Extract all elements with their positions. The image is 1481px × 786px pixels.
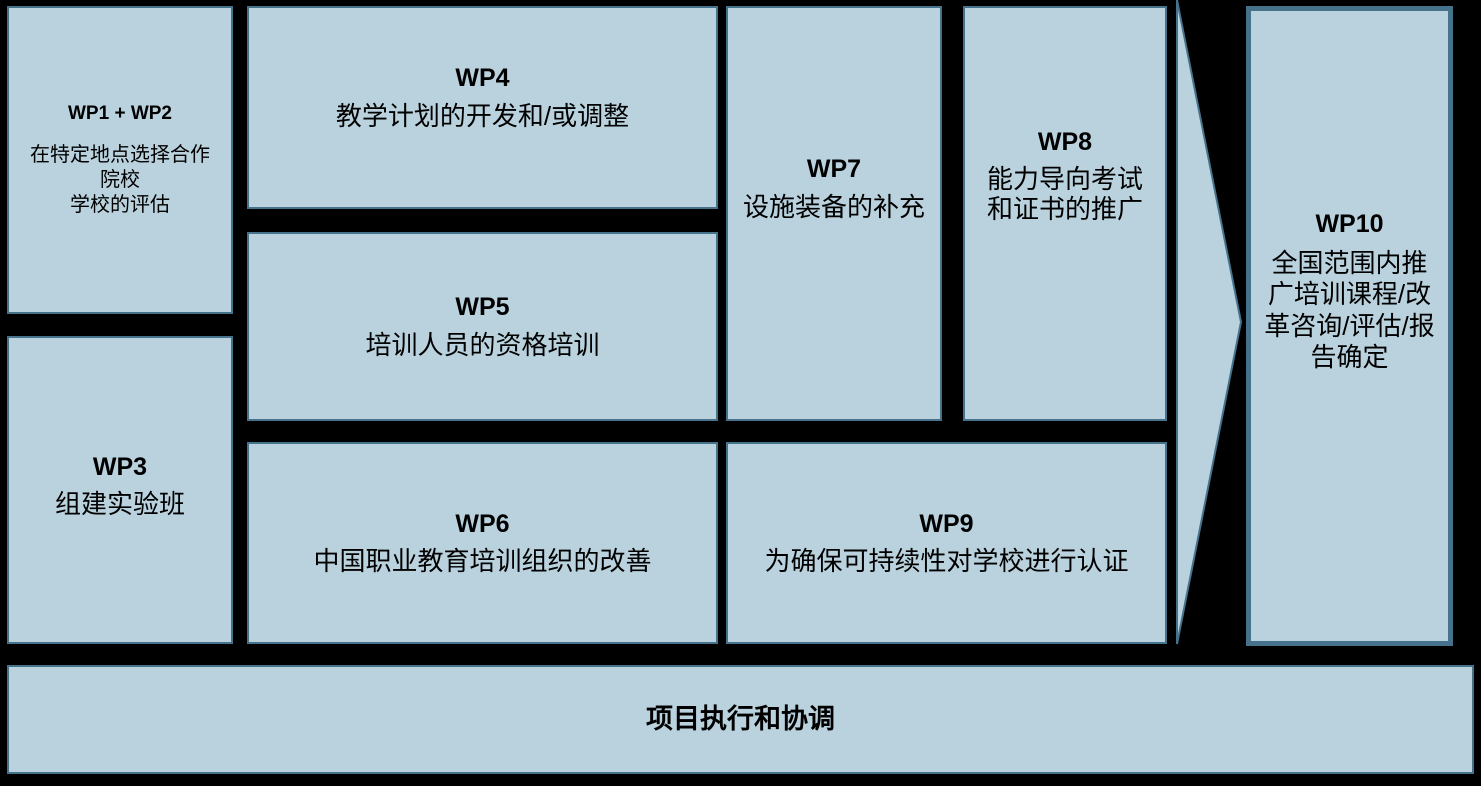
wp6-title: WP6 [455,509,510,538]
wp8-title: WP8 [1037,128,1093,157]
wp5-title: WP5 [455,293,510,322]
project-coordination-title: 项目执行和协调 [646,703,835,734]
wp8-desc: 能力导向考试 和证书的推广 [986,163,1143,224]
wp9-desc: 为确保可持续性对学校进行认证 [764,546,1129,577]
wp4-box: WP4 教学计划的开发和/或调整 [247,6,718,209]
wp5-box: WP5 培训人员的资格培训 [247,232,718,421]
wp10-desc: 全国范围内推 广培训课程/改 革咨询/评估/报 告确定 [1264,248,1435,372]
wp1-wp2-desc: 在特定地点选择合作 院校 学校的评估 [30,144,210,217]
wp9-box: WP9 为确保可持续性对学校进行认证 [726,442,1167,644]
wp7-desc: 设施装备的补充 [742,191,925,222]
wp7-box: WP7 设施装备的补充 [726,6,942,421]
wp4-desc: 教学计划的开发和/或调整 [335,100,630,131]
wp5-desc: 培训人员的资格培训 [365,329,600,360]
wp1-wp2-box: WP1 + WP2 在特定地点选择合作 院校 学校的评估 [7,6,233,314]
wp3-box: WP3 组建实验班 [7,336,233,644]
wp1-wp2-title: WP1 + WP2 [68,102,172,124]
wp3-desc: 组建实验班 [54,489,185,520]
wp10-title: WP10 [1315,210,1384,238]
wp3-title: WP3 [92,453,148,481]
wp7-title: WP7 [806,155,862,184]
wp8-box: WP8 能力导向考试 和证书的推广 [963,6,1167,421]
wp4-title: WP4 [455,64,510,93]
wp10-box: WP10 全国范围内推 广培训课程/改 革咨询/评估/报 告确定 [1246,6,1453,646]
flow-arrow-icon [1176,0,1243,645]
wp6-desc: 中国职业教育培训组织的改善 [313,546,652,577]
wp6-box: WP6 中国职业教育培训组织的改善 [247,442,718,644]
project-coordination-bar: 项目执行和协调 [7,665,1474,774]
wp9-title: WP9 [919,509,974,538]
